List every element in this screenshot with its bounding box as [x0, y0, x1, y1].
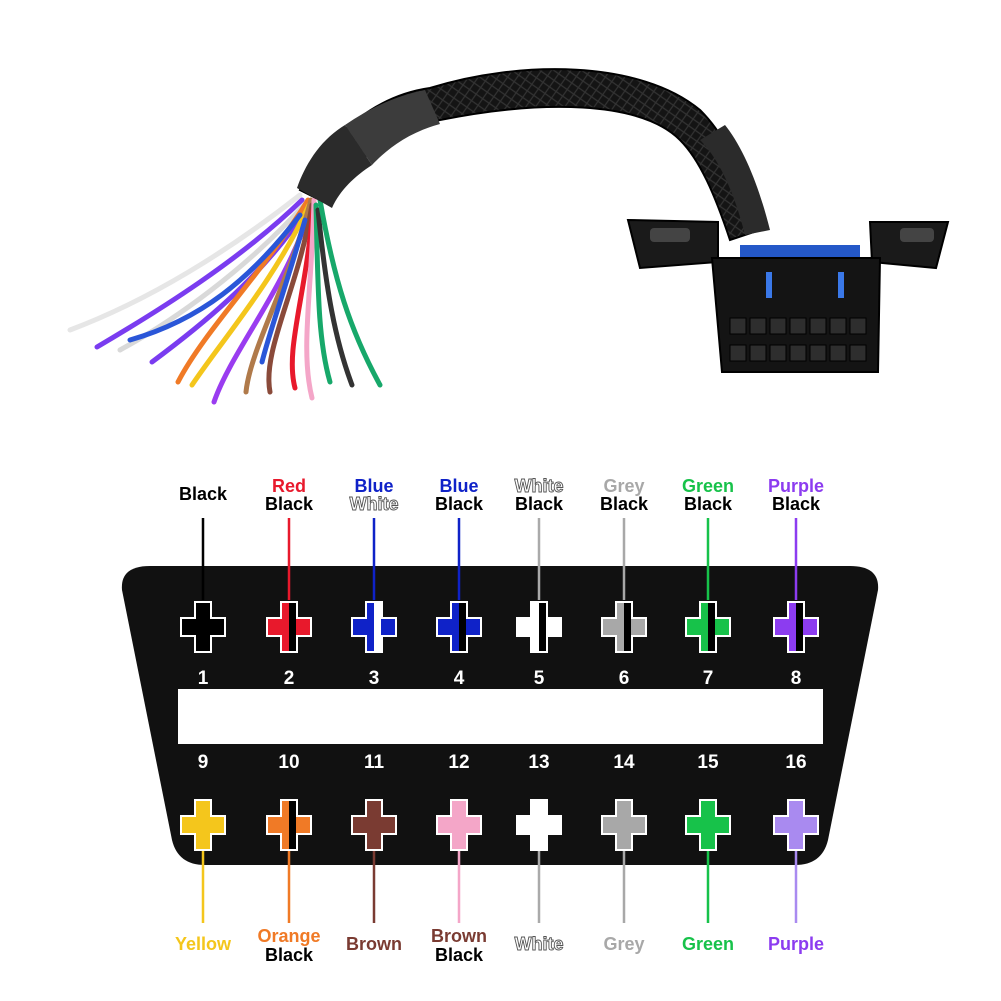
pin-2-label-2: Black: [265, 494, 314, 514]
pin-7: 7: [685, 518, 731, 689]
pin-7-label-1: Green: [682, 476, 734, 496]
pin-16: 16: [773, 752, 819, 923]
pin-7-label-2: Black: [684, 494, 733, 514]
pin-5-label-1: White: [515, 476, 564, 496]
pin-5-label-2: Black: [515, 494, 564, 514]
pin-10-label-2: Black: [265, 945, 314, 965]
pin-3-number: 3: [369, 668, 380, 689]
pin-3-label-1: Blue: [354, 476, 393, 496]
pin-6-number: 6: [619, 668, 630, 689]
heat-shrink-left: [297, 125, 372, 208]
pin-11-number: 11: [364, 752, 385, 773]
pin-8: 8: [773, 518, 819, 689]
pin-5-stripe: [539, 603, 546, 651]
pin-13-label: White: [515, 934, 564, 954]
pin-8-stripe: [796, 603, 803, 651]
pin-15-contact: [685, 799, 731, 851]
pin-6-label-2: Black: [600, 494, 649, 514]
pin-12-contact: [436, 799, 482, 851]
pin-15-label: Green: [682, 934, 734, 954]
pin-8-label-2: Black: [772, 494, 821, 514]
pin-2-stripe: [289, 603, 296, 651]
obd-female-connector: [626, 218, 950, 373]
pin-13: 13: [516, 752, 562, 923]
pin-11-label: Brown: [346, 934, 402, 954]
pin-7-number: 7: [703, 668, 714, 689]
heat-shrink-right: [700, 125, 770, 235]
pin-14-label: Grey: [603, 934, 644, 954]
pin-13-number: 13: [528, 752, 549, 773]
pin-4-number: 4: [454, 668, 465, 689]
pin-14-number: 14: [613, 752, 635, 773]
connector-center-bar: [178, 689, 823, 744]
pin-8-label-1: Purple: [768, 476, 824, 496]
pin-4-stripe: [459, 603, 466, 651]
pin-14: 14: [601, 752, 647, 923]
pin-1: 1: [180, 518, 226, 689]
pin-13-outline: [516, 799, 562, 851]
obd-cable-photo: [67, 68, 950, 405]
pin-5: 5: [516, 518, 562, 689]
heat-shrink-mid: [345, 90, 440, 165]
pin-2: 2: [266, 518, 312, 689]
pin-12: 12: [436, 752, 482, 923]
pin-4: 4: [436, 518, 482, 689]
pin-14-contact: [601, 799, 647, 851]
pin-12-label-2: Black: [435, 945, 484, 965]
pin-1-contact: [180, 601, 226, 653]
pin-9-number: 9: [198, 752, 209, 773]
loose-wires: [67, 192, 383, 405]
pin-16-number: 16: [785, 752, 806, 773]
pin-11-contact: [351, 799, 397, 851]
pin-7-stripe: [708, 603, 715, 651]
pin-3-label-2: White: [350, 494, 399, 514]
pin-6-stripe: [624, 603, 631, 651]
pin-16-contact: [773, 799, 819, 851]
pin-10-number: 10: [278, 752, 299, 773]
pin-9-contact: [180, 799, 226, 851]
pin-3-stripe: [374, 603, 381, 651]
pin-9: 9: [180, 752, 226, 923]
pin-3: 3: [351, 518, 397, 689]
pin-10-label-1: Orange: [257, 926, 320, 946]
pin-12-number: 12: [448, 752, 469, 773]
pin-4-label-1: Blue: [439, 476, 478, 496]
pin-1-label: Black: [179, 484, 228, 504]
pin-6: 6: [601, 518, 647, 689]
pin-11: 11: [351, 752, 397, 923]
pin-9-label: Yellow: [175, 934, 232, 954]
pin-2-number: 2: [284, 668, 295, 689]
pin-4-label-2: Black: [435, 494, 484, 514]
pin-8-number: 8: [791, 668, 802, 689]
pin-5-number: 5: [534, 668, 545, 689]
obd-pinout-diagram: 1Black2RedBlack3BlueWhite4BlueBlack5Whit…: [121, 476, 879, 965]
pin-2-label-1: Red: [272, 476, 306, 496]
pin-15-number: 15: [697, 752, 719, 773]
pin-10-stripe: [289, 801, 296, 849]
pin-16-label: Purple: [768, 934, 824, 954]
pin-1-number: 1: [198, 668, 209, 689]
pin-12-label-1: Brown: [431, 926, 487, 946]
pin-15: 15: [685, 752, 731, 923]
pin-6-label-1: Grey: [603, 476, 644, 496]
pin-10: 10: [266, 752, 312, 923]
